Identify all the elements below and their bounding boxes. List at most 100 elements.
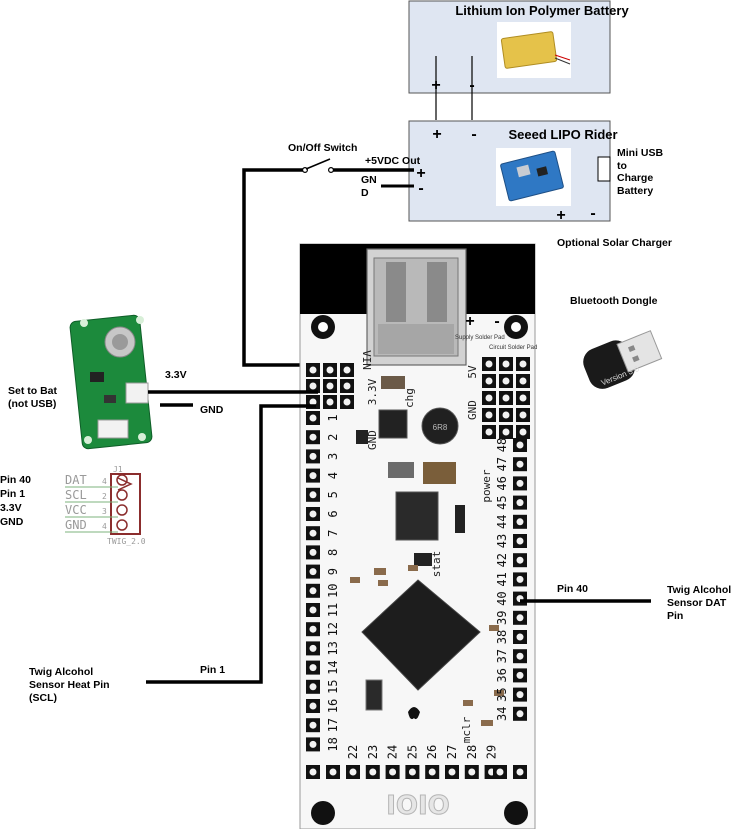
- twig-pin-number: 4: [102, 477, 107, 486]
- left-pin-label: 18: [326, 737, 340, 751]
- right-pin-label: 44: [495, 515, 509, 529]
- bottom-pin-label: 23: [366, 745, 380, 759]
- rider-out-label: +5VDC Out: [365, 155, 421, 167]
- left-pin-label: 8: [326, 549, 340, 556]
- left-pin-label: 5: [326, 491, 340, 498]
- mini-usb-port: [597, 156, 611, 182]
- lipo-rider-image: [496, 148, 571, 206]
- bottom-pin-label: 22: [346, 745, 360, 759]
- supply-pad-label: Supply Solder Pad: [455, 335, 505, 341]
- right-pin-label: 34: [495, 707, 509, 721]
- left-pin-label: 9: [326, 568, 340, 575]
- pin40-label: Pin 40: [557, 583, 588, 595]
- silk-chg: chg: [403, 388, 416, 408]
- twig-pin-name: SCL: [65, 488, 87, 502]
- silk-gnd-right: GND: [466, 400, 479, 420]
- right-pin-label: 47: [495, 457, 509, 471]
- bottom-pin-label: 25: [405, 745, 419, 759]
- bluetooth-dongle-image: Version 3.0: [583, 330, 663, 389]
- left-pin-label: 6: [326, 510, 340, 517]
- sensor-gnd-label: GND: [200, 404, 224, 416]
- silk-power: power: [480, 469, 493, 502]
- pin1-label: Pin 1: [200, 664, 225, 676]
- silk-gnd-left: GND: [366, 430, 379, 450]
- dat-pin-label-2: Sensor DAT: [667, 597, 727, 609]
- sensor-3v3-label: 3.3V: [165, 369, 187, 381]
- sensor-pin-label: 3.3V: [0, 502, 22, 514]
- rider-gnd-label-2: D: [361, 187, 369, 199]
- silk-vin: VIN: [360, 350, 373, 370]
- silk-stat: stat: [430, 551, 443, 578]
- mini-usb-label-4: Battery: [617, 185, 653, 197]
- heat-pin-label-1: Twig Alcohol: [29, 666, 93, 678]
- bottom-pin-label: 29: [485, 745, 499, 759]
- lipo-rider-title: Seeed LIPO Rider: [508, 127, 617, 142]
- twig-pin-name: DAT: [65, 473, 87, 487]
- bluetooth-label: Bluetooth Dongle: [570, 295, 658, 307]
- alcohol-sensor-image: [69, 314, 153, 450]
- right-pin-label: 48: [495, 438, 509, 452]
- switch-to-vin-wire: [242, 168, 340, 367]
- left-pin-label: 17: [326, 718, 340, 732]
- twig-ref: J1: [113, 465, 123, 474]
- right-pin-label: 38: [495, 630, 509, 644]
- mini-usb-label-2: to: [617, 160, 627, 172]
- mini-usb-label-3: Charge: [617, 172, 653, 184]
- twig-pin-number: 2: [102, 492, 107, 501]
- left-pin-label: 7: [326, 530, 340, 537]
- rider-out-plus: +: [416, 165, 425, 182]
- left-pin-label: 11: [326, 603, 340, 617]
- twig-pin-name: VCC: [65, 503, 87, 517]
- dat-pin-label-1: Twig Alcohol: [667, 584, 731, 596]
- pic-microcontroller: [361, 579, 481, 691]
- left-pin-label: 12: [326, 622, 340, 636]
- pin-labels: 1234567891011121314151617184847464544434…: [326, 414, 509, 759]
- battery-title: Lithium Ion Polymer Battery: [455, 3, 629, 18]
- bottom-pin-label: 27: [445, 745, 459, 759]
- left-pin-label: 4: [326, 472, 340, 479]
- left-pin-label: 13: [326, 641, 340, 655]
- left-pin-label: 2: [326, 434, 340, 441]
- right-pin-label: 40: [495, 591, 509, 605]
- battery-box: Lithium Ion Polymer Battery + -: [408, 0, 629, 94]
- ioio-board: + - Supply Solder Pad Circuit Solder Pad…: [299, 243, 537, 829]
- right-pin-label: 42: [495, 553, 509, 567]
- svg-text:6R8: 6R8: [433, 423, 448, 432]
- twig-pin-number: 4: [102, 522, 107, 531]
- twig-name: TWIG_2.0: [107, 537, 146, 546]
- right-pin-label: 43: [495, 534, 509, 548]
- left-pin-label: 14: [326, 660, 340, 674]
- bottom-pin-label: 28: [465, 745, 479, 759]
- board-logo: IOIO: [386, 791, 450, 821]
- right-pin-label: 41: [495, 572, 509, 586]
- right-pin-label: 37: [495, 649, 509, 663]
- right-pin-label: 36: [495, 668, 509, 682]
- silk-mclr: mclr: [460, 716, 473, 743]
- silk-3v3: 3.3V: [366, 378, 379, 405]
- circuit-pad-label: Circuit Solder Pad: [489, 345, 537, 351]
- silk-5v: 5V: [466, 365, 479, 379]
- twig-pin-number: 3: [102, 507, 107, 516]
- switch-label: On/Off Switch: [288, 142, 357, 154]
- solar-plus: +: [556, 207, 565, 224]
- set-to-bat-2: (not USB): [8, 398, 56, 410]
- heat-pin-label-2: Sensor Heat Pin: [29, 679, 110, 691]
- left-pin-label: 15: [326, 680, 340, 694]
- rider-gnd-label-1: GN: [361, 174, 377, 186]
- right-pin-label: 39: [495, 611, 509, 625]
- set-to-bat-1: Set to Bat: [8, 385, 58, 397]
- on-off-switch: [302, 158, 335, 174]
- left-pin-label: 3: [326, 453, 340, 460]
- header-holes: [306, 357, 530, 779]
- solar-minus: -: [590, 205, 595, 222]
- pin1-wire: [146, 404, 316, 684]
- left-pin-label: 1: [326, 414, 340, 421]
- right-pin-label: 46: [495, 476, 509, 490]
- sensor-pin-label: Pin 40: [0, 474, 31, 486]
- pad-minus: -: [494, 313, 499, 330]
- bottom-pin-label: 24: [386, 745, 400, 759]
- dat-pin-label-3: Pin: [667, 610, 683, 622]
- left-pin-label: 10: [326, 584, 340, 598]
